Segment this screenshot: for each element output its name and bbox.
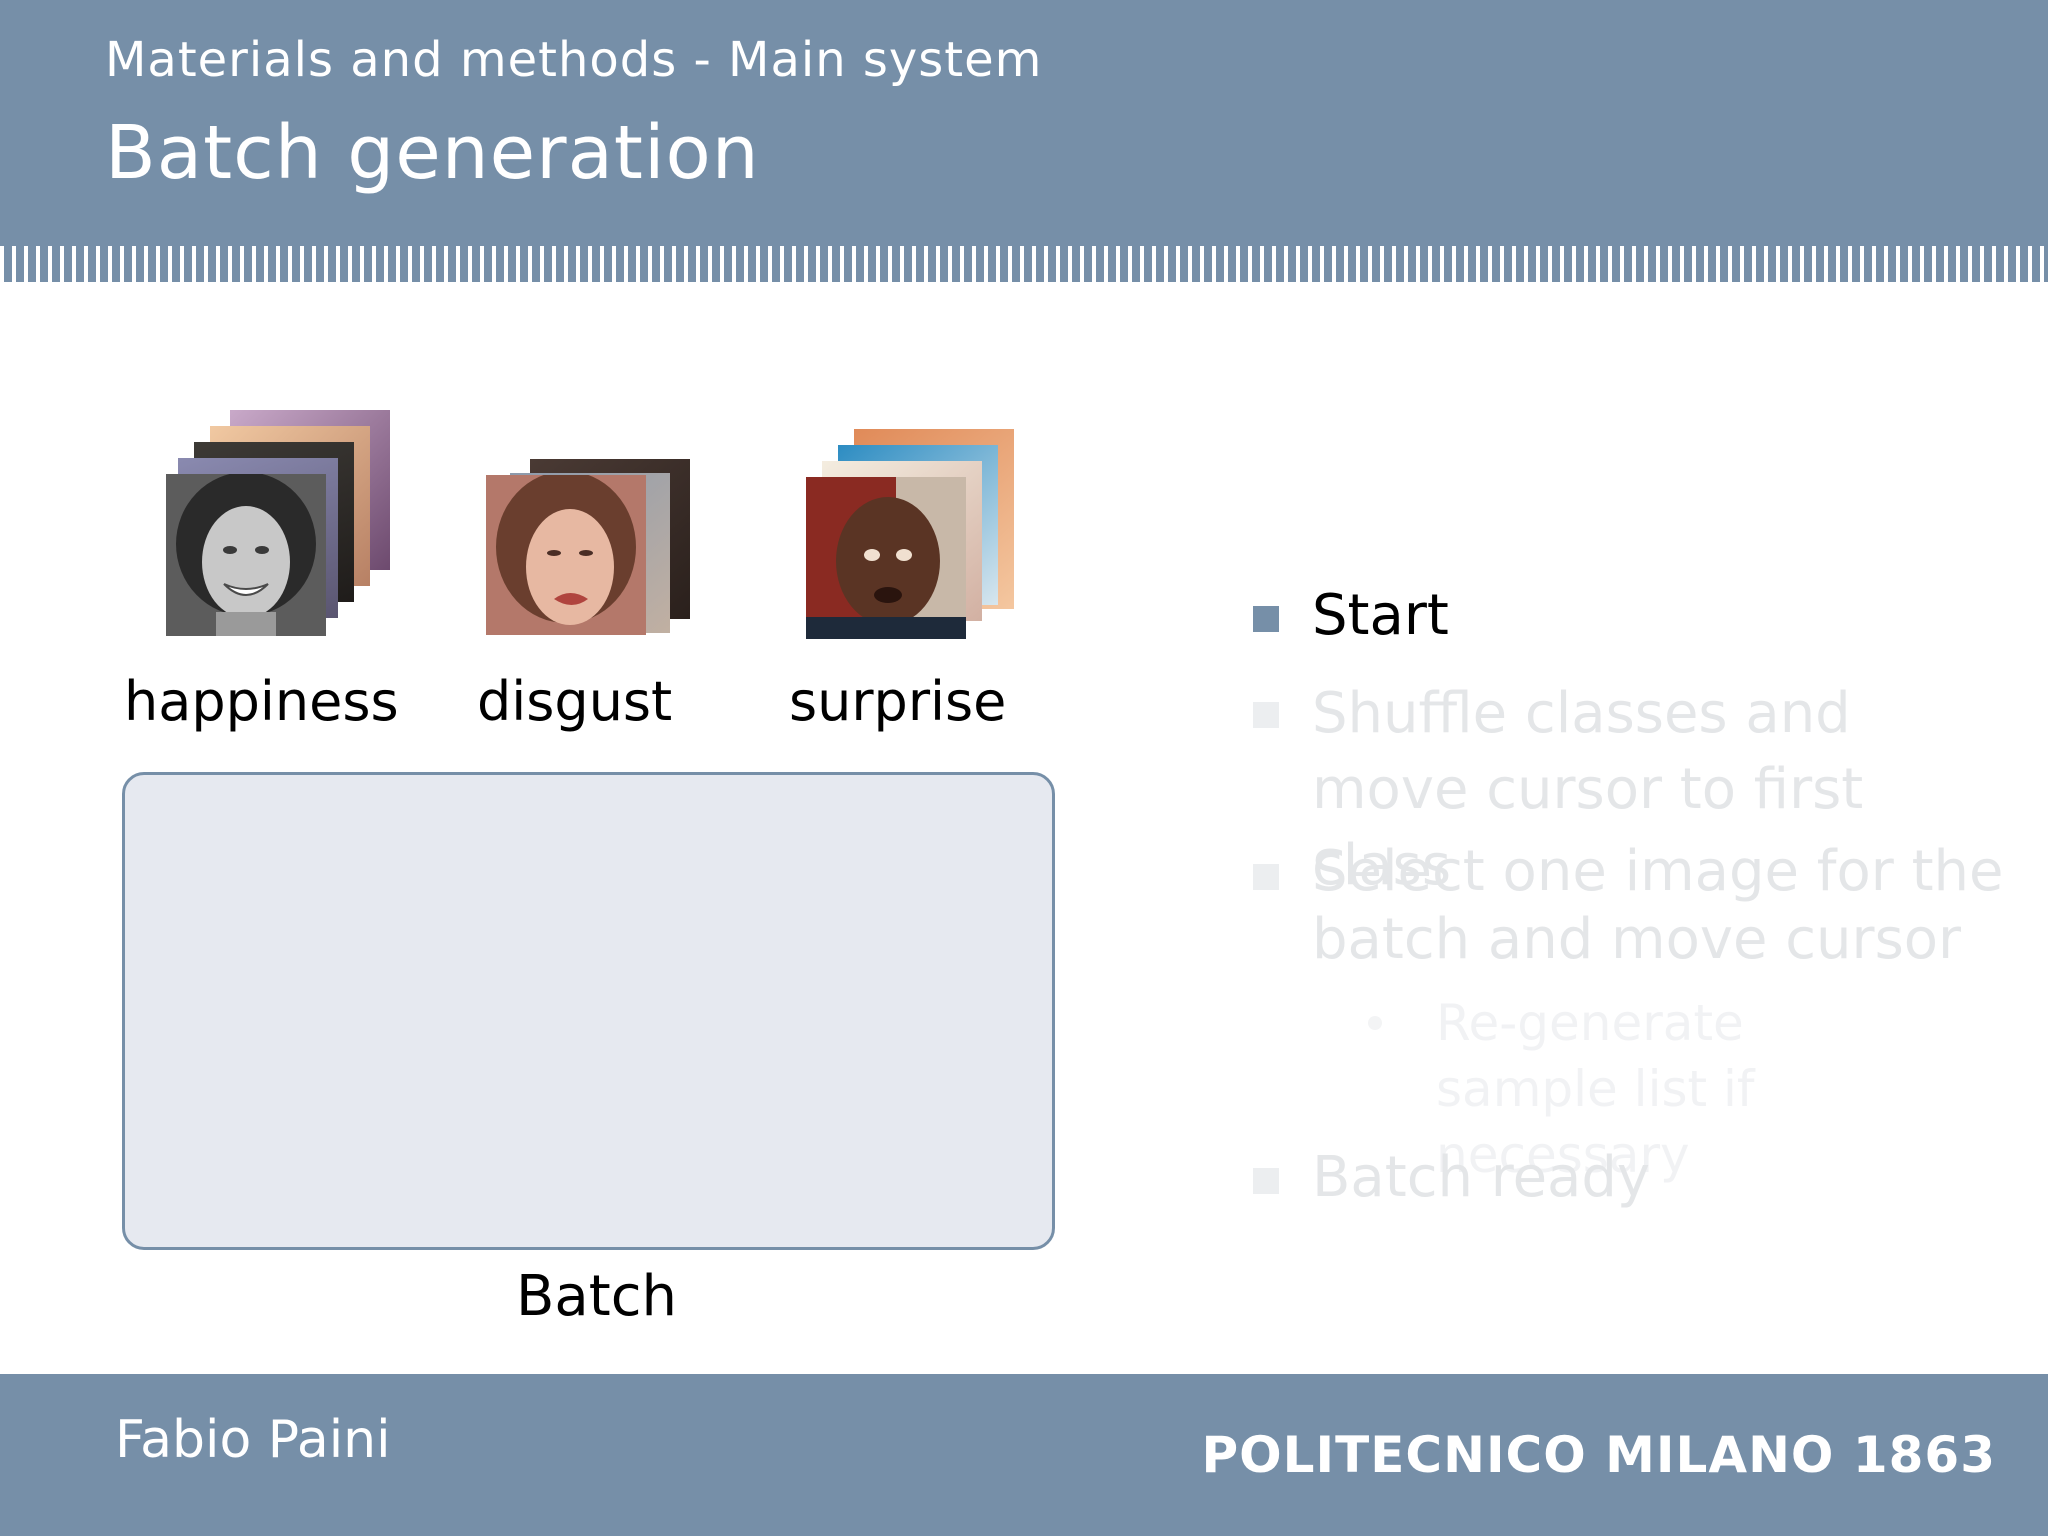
happiness-face-image xyxy=(166,474,326,636)
step-label: Select one image for the batch and move … xyxy=(1312,839,2004,972)
square-bullet-icon xyxy=(1253,702,1279,728)
surprise-face-image xyxy=(806,477,966,639)
step-label: Shuffle classes and move cursor to first… xyxy=(1312,681,1864,898)
surprise-image-stack xyxy=(800,425,1030,665)
section-title: Materials and methods - Main system xyxy=(105,32,1043,88)
step-label: Re-generate sample list if necessary xyxy=(1436,994,1755,1184)
slide-title: Batch generation xyxy=(105,110,760,196)
batch-container xyxy=(122,772,1055,1250)
slide-header: Materials and methods - Main system Batc… xyxy=(0,0,2048,282)
author-name: Fabio Paini xyxy=(115,1410,391,1470)
header-tick-strip xyxy=(0,246,2048,282)
square-bullet-icon xyxy=(1253,606,1279,632)
square-bullet-icon xyxy=(1253,1168,1279,1194)
smiling-face-icon xyxy=(166,474,326,636)
class-label-disgust: disgust xyxy=(477,670,673,733)
class-label-happiness: happiness xyxy=(124,670,399,733)
disgust-image-stack xyxy=(480,455,710,695)
happiness-image-stack xyxy=(160,410,390,650)
step-label: Batch ready xyxy=(1312,1145,1651,1210)
slide-footer: Fabio Paini POLITECNICO MILANO 1863 xyxy=(0,1374,2048,1536)
surprised-face-icon xyxy=(806,477,966,639)
class-label-surprise: surprise xyxy=(789,670,1007,733)
institution-logo-text: POLITECNICO MILANO 1863 xyxy=(1201,1426,1996,1484)
batch-label: Batch xyxy=(516,1264,677,1329)
step-label: Start xyxy=(1312,583,1449,648)
disgust-face-image xyxy=(486,475,646,635)
circle-bullet-icon xyxy=(1368,1016,1382,1030)
disgusted-face-icon xyxy=(486,475,646,635)
square-bullet-icon xyxy=(1253,864,1279,890)
